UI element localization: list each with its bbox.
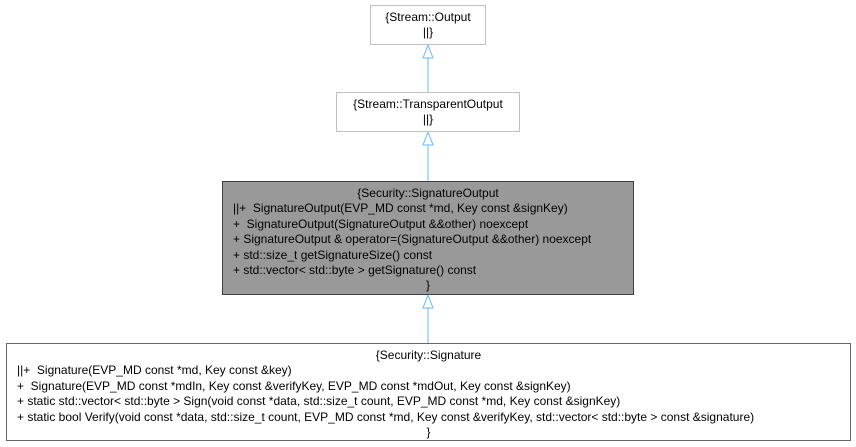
class-node-security-signature: {Security::Signature ||+ Signature(EVP_M… [6,343,851,441]
class-member: ||+ SignatureOutput(EVP_MD const *md, Ke… [233,201,568,216]
edge-transparent-output-to-output [422,43,434,92]
class-member: + Signature(EVP_MD const *mdIn, Key cons… [17,378,571,393]
class-node-security-signature-output: {Security::SignatureOutput ||+ Signature… [222,181,634,295]
class-closing: } [426,425,431,440]
class-title: {Stream::TransparentOutput [353,97,503,111]
class-member: + SignatureOutput & operator=(SignatureO… [233,232,592,247]
class-node-stream-output: {Stream::Output ||} [370,5,486,45]
edge-signature-to-signature-output [422,293,434,343]
class-closing: ||} [422,25,434,40]
class-closing: ||} [422,112,434,127]
class-member: + std::size_t getSignatureSize() const [233,247,433,262]
class-member: + static bool Verify(void const *data, s… [17,409,755,424]
class-node-stream-transparent-output: {Stream::TransparentOutput ||} [336,92,520,132]
class-member: + SignatureOutput(SignatureOutput &&othe… [233,216,529,231]
class-title: {Security::SignatureOutput [357,186,499,200]
class-closing: } [425,278,430,293]
class-member: + std::vector< std::byte > getSignature(… [233,263,477,278]
class-member: ||+ Signature(EVP_MD const *md, Key cons… [17,363,292,378]
class-member: + static std::vector< std::byte > Sign(v… [17,394,621,409]
class-title: {Stream::Output [385,10,471,24]
class-title: {Security::Signature [375,348,482,362]
edge-signature-output-to-transparent-output [422,130,434,181]
